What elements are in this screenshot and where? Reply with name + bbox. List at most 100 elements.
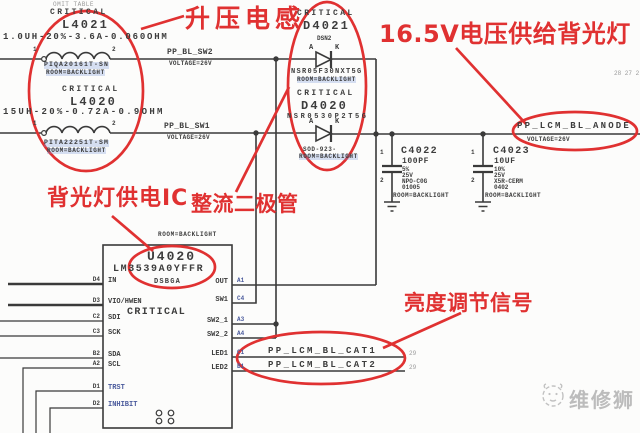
red-callout-boost-inductor <box>140 14 185 31</box>
l4020-pin1: 1 <box>33 120 37 127</box>
d4020-package: SOD-923- <box>303 146 337 153</box>
wire-sw1-drop <box>232 133 257 304</box>
d4020-anode-label: A <box>309 118 314 126</box>
l4020-critical: CRITICAL <box>62 85 120 94</box>
d4020-refdes: D4020 <box>301 99 349 113</box>
chip-critical: CRITICAL <box>127 307 187 318</box>
c4023-value: 10UF <box>494 157 516 166</box>
d4021-package: DSN2 <box>317 35 332 42</box>
watermark-text: 维修狮 <box>569 388 635 412</box>
d4021-critical: CRITICAL <box>297 9 355 18</box>
l4021-critical: CRITICAL <box>50 8 108 17</box>
d4020-room: ROOM=BACKLIGHT <box>299 153 358 161</box>
red-circle-diodes <box>286 0 368 172</box>
l4020-pin2: 2 <box>112 120 116 127</box>
net-label-pp-lcm-bl-anode: PP_LCM_BL_ANODE <box>517 121 632 131</box>
pin-num-A3: A3 <box>237 316 245 323</box>
l4020-refdes: L4020 <box>70 95 118 109</box>
net-label-pp-lcm-bl-cat2: PP_LCM_BL_CAT2 <box>268 360 378 370</box>
red-circle-cat-nets <box>235 330 407 386</box>
l4021-spec: 1.0UH-20%-3.6A-0.060OHM <box>3 32 169 42</box>
c4022-room: ROOM=BACKLIGHT <box>393 192 450 199</box>
c4023-size: 0402 <box>494 184 509 191</box>
pin-name-SDI: SDI <box>108 314 121 322</box>
c4022-dielectric: NPO-C0G <box>402 178 428 185</box>
c4023-pin1: 1 <box>471 149 475 156</box>
pin-num-C1: C1 <box>237 349 245 356</box>
c4023-tol: 10% <box>494 166 505 173</box>
inductor-L4021-symbol <box>45 51 111 60</box>
page-ref-cat2: 29 <box>409 364 417 371</box>
annotation-voltage-supply: 16.5V电压供给背光灯 <box>379 20 631 48</box>
pin-num-D1: D1 <box>92 383 100 390</box>
chip-left-leads <box>0 282 103 433</box>
red-callout-backlight-ic <box>111 214 154 253</box>
pin-name-LED1: LED1 <box>211 350 228 358</box>
c4023-room: ROOM=BACKLIGHT <box>485 192 542 199</box>
net-label-pp-lcm-bl-cat1: PP_LCM_BL_CAT1 <box>268 346 378 356</box>
d4021-cathode-label: K <box>335 44 340 52</box>
net-label-pp-bl-sw2: PP_BL_SW2 <box>167 48 213 57</box>
l4020-room: ROOM=BACKLIGHT <box>47 147 106 155</box>
capacitor-C4022-symbol <box>382 134 402 212</box>
wire-net-pp-bl-sw1 <box>0 125 316 137</box>
d4021-room: ROOM=BACKLIGHT <box>297 76 356 84</box>
diode-D4020-symbol <box>315 124 333 143</box>
l4021-pin1: 1 <box>33 46 37 53</box>
pin-name-SW1: SW1 <box>215 296 228 304</box>
c4022-pin1: 1 <box>380 149 384 156</box>
lion-icon <box>542 383 564 407</box>
d4021-anode-label: A <box>309 44 314 52</box>
l4021-pin2: 2 <box>112 46 116 53</box>
c4022-size: 01005 <box>402 184 421 191</box>
pin-name-OUT: OUT <box>215 278 228 286</box>
d4020-cathode-label: K <box>335 118 340 126</box>
c4022-pin2: 2 <box>380 177 384 184</box>
chip-package: DSBGA <box>154 278 182 286</box>
pin-name-LED2: LED2 <box>211 364 228 372</box>
ground-symbol <box>475 201 491 212</box>
pin-num-A1: A1 <box>237 277 245 284</box>
diode-D4021-symbol <box>315 50 376 69</box>
annotation-brightness-signal: 亮度调节信号 <box>404 291 533 315</box>
pin-name-SW2-1: SW2_1 <box>206 317 228 325</box>
l4021-refdes: L4021 <box>62 18 110 32</box>
annotation-boost-inductor: 升压电感 <box>185 4 306 33</box>
capacitor-C4023-symbol <box>473 134 493 212</box>
page-ref-cat1: 29 <box>409 350 417 357</box>
ground-symbol <box>384 201 400 212</box>
c4022-value: 100PF <box>402 157 430 166</box>
annotation-backlight-ic: 背光灯供电IC <box>47 186 189 211</box>
l4020-spec: 15UH-20%-0.72A-0.9OHM <box>3 107 165 117</box>
inductor-L4020-pin1-dot <box>40 130 47 137</box>
net-voltage-anode: VOLTAGE=26V <box>527 136 570 143</box>
pin-name-SCK: SCK <box>108 329 121 337</box>
c4023-refdes: C4023 <box>493 146 531 157</box>
chip-gnd-balls <box>155 409 175 425</box>
c4023-pin2: 2 <box>471 177 475 184</box>
pin-num-C2: C2 <box>92 313 100 320</box>
junction-dots <box>253 56 486 327</box>
l4020-part: PITA22251T-SM <box>44 139 110 147</box>
pin-name-INHIBIT: INHIBIT <box>108 401 138 409</box>
pin-num-B1: B1 <box>237 363 245 370</box>
red-circle-chip-ref <box>127 244 217 290</box>
pin-num-B2: B2 <box>92 350 100 357</box>
pin-name-SW2-2: SW2_2 <box>206 331 228 339</box>
pin-num-A4: A4 <box>237 330 245 337</box>
page-ref-top-right: 28 27 2 <box>614 70 640 77</box>
c4022-tol: 5% <box>402 166 410 173</box>
c4022-refdes: C4022 <box>401 146 439 157</box>
c4022-volt: 25V <box>402 172 413 179</box>
d4020-critical: CRITICAL <box>297 89 355 98</box>
pin-num-D3: D3 <box>92 297 100 304</box>
net-label-pp-bl-sw1: PP_BL_SW1 <box>164 122 210 131</box>
l4021-part: PIQA20161T-SN <box>44 61 110 69</box>
red-callout-voltage-supply <box>455 47 527 125</box>
pin-name-SDA: SDA <box>108 351 121 359</box>
l4021-room: ROOM=BACKLIGHT <box>46 69 105 77</box>
net-voltage-sw1: VOLTAGE=26V <box>167 134 210 141</box>
d4021-part: NSR05F30NXT5G <box>291 68 363 76</box>
